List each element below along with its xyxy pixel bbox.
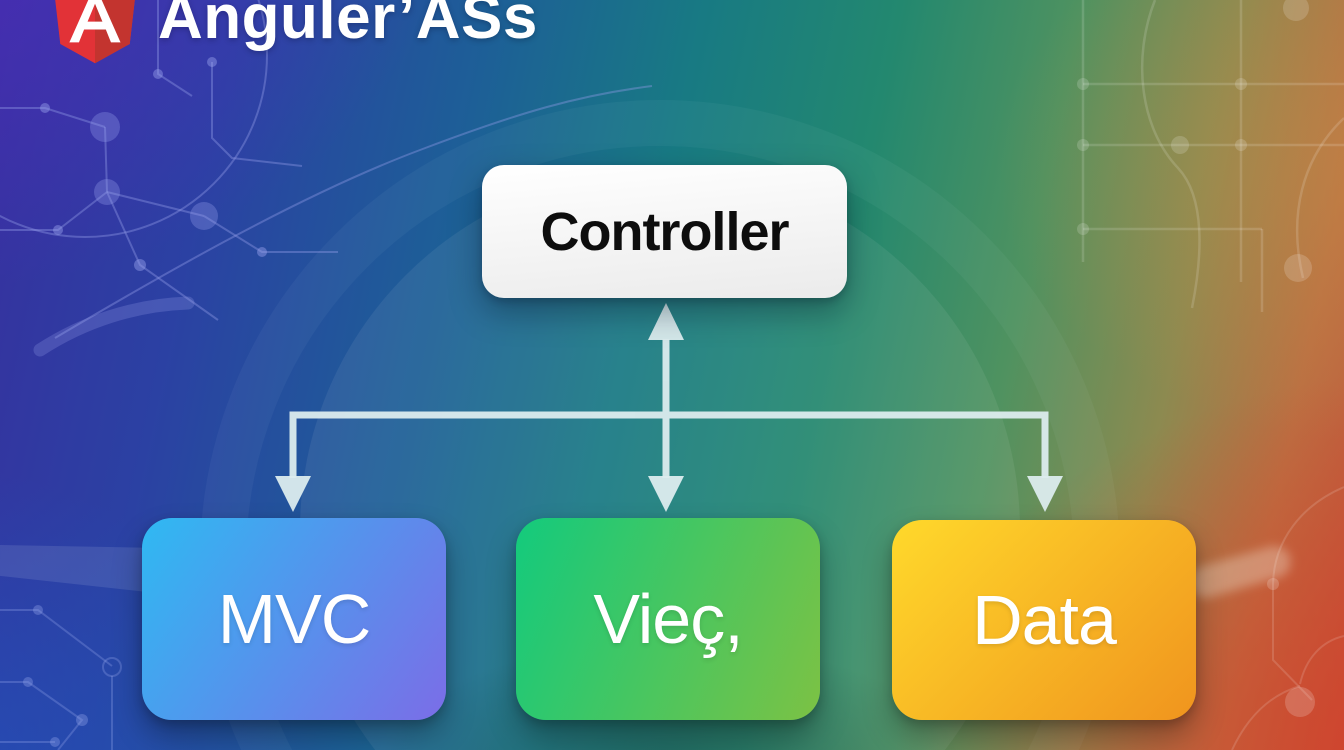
brand-title: Anguler’ASs [158, 0, 538, 52]
controller-label: Controller [540, 201, 789, 262]
node-controller: Controller [482, 165, 847, 298]
mvc-label: MVC [217, 580, 372, 658]
node-data: Data [892, 520, 1196, 720]
angular-logo-icon [55, 0, 135, 64]
node-view: Vieç, [516, 518, 820, 720]
view-label: Vieç, [593, 580, 743, 658]
data-label: Data [972, 581, 1117, 659]
node-mvc: MVC [142, 518, 446, 720]
